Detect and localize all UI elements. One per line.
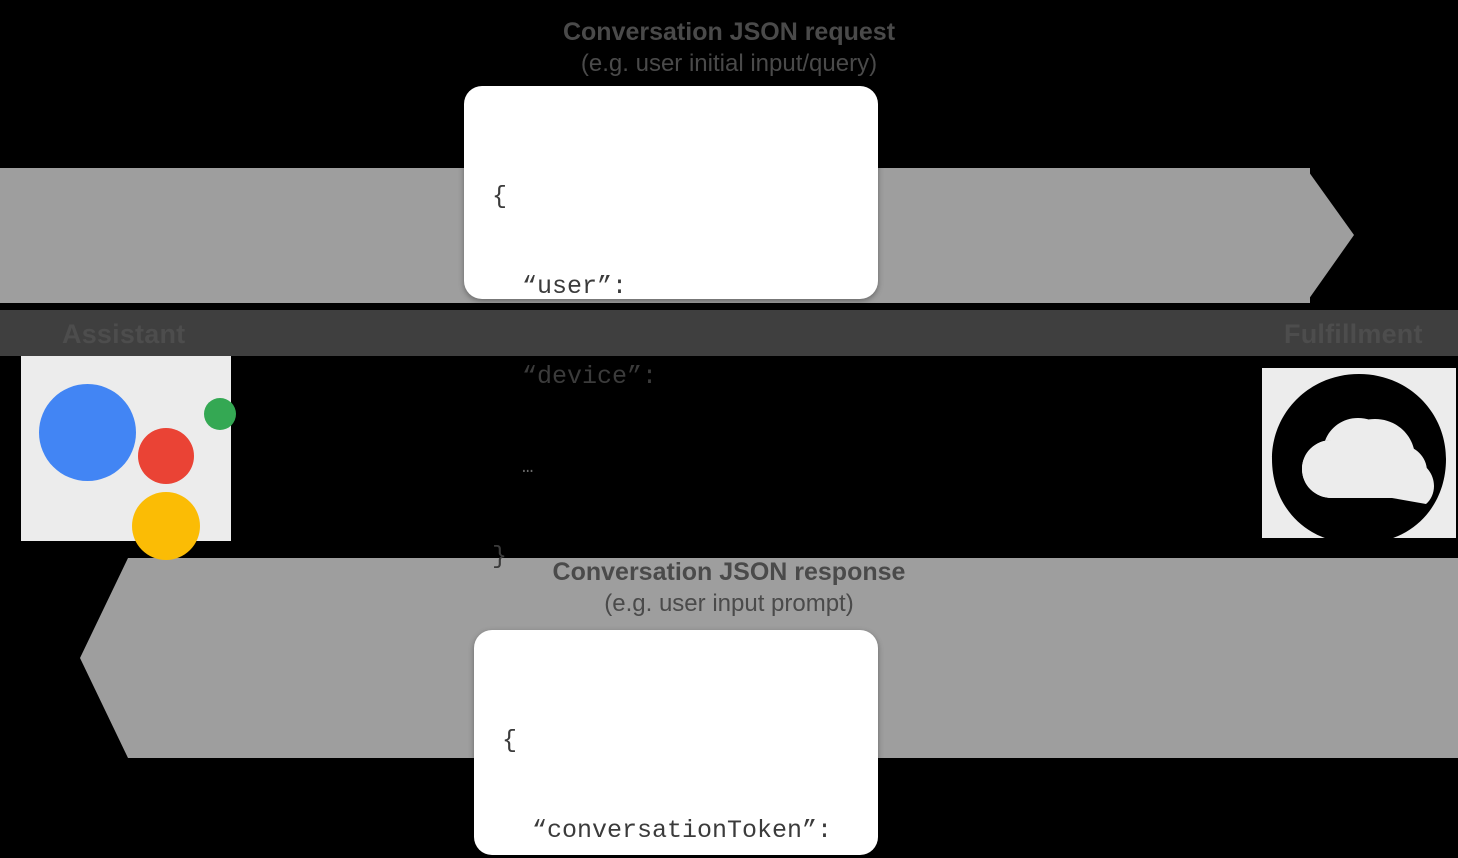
json-ellipsis: … xyxy=(522,456,534,478)
request-json-card: { “user”: “device”: … } xyxy=(464,86,878,571)
google-assistant-blue-dot-icon xyxy=(39,384,136,481)
response-title: Conversation JSON response xyxy=(552,558,906,586)
fulfillment-label: Fulfillment xyxy=(1284,319,1423,349)
json-close-brace: } xyxy=(492,542,508,571)
request-caption: Conversation JSON request (e.g. user ini… xyxy=(0,16,1458,80)
response-arrow-head-icon xyxy=(80,558,128,758)
json-key-device: “device”: xyxy=(522,362,658,391)
cloud-icon xyxy=(1272,374,1446,544)
json-open-brace: { xyxy=(502,726,518,755)
request-arrow-head-icon xyxy=(1306,168,1354,303)
google-assistant-yellow-dot-icon xyxy=(132,492,200,560)
response-subtitle: (e.g. user input prompt) xyxy=(604,590,854,617)
json-key-user: “user”: xyxy=(522,272,628,301)
assistant-label: Assistant xyxy=(62,319,186,349)
json-open-brace: { xyxy=(492,182,508,211)
request-title: Conversation JSON request xyxy=(562,18,896,46)
google-assistant-red-dot-icon xyxy=(138,428,194,484)
json-key-conversation-token: “conversationToken”: xyxy=(532,816,833,845)
response-json-card: { “conversationToken”: “userStorage”: … … xyxy=(474,630,878,855)
google-assistant-green-dot-icon xyxy=(204,398,236,430)
response-caption: Conversation JSON response (e.g. user in… xyxy=(0,556,1458,620)
assistant-logo-tile xyxy=(21,356,236,560)
center-divider xyxy=(0,310,1458,356)
request-subtitle: (e.g. user initial input/query) xyxy=(580,50,878,77)
fulfillment-logo-tile xyxy=(1262,368,1456,544)
